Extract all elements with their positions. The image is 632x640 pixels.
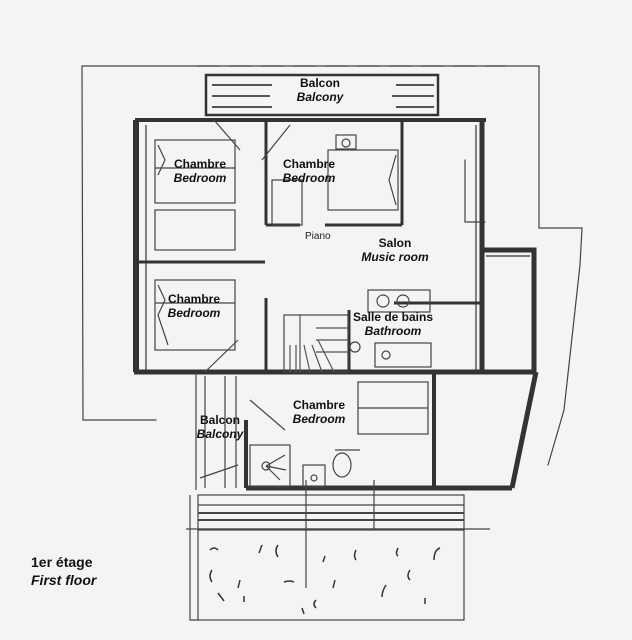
room-name-en: Bedroom [173, 171, 227, 186]
room-name-en: Bedroom [282, 171, 336, 186]
room-label-balcony-top: Balcon Balcony [270, 76, 370, 105]
room-name-en: Bedroom [167, 306, 221, 321]
floor-title-en: First floor [31, 571, 97, 588]
room-name-fr: Chambre [173, 157, 226, 171]
room-name-fr: Chambre [292, 398, 345, 412]
room-name-en: Bedroom [292, 412, 346, 427]
room-name-fr: Salon [378, 236, 412, 250]
room-name-en: Balcony [296, 90, 344, 105]
top-balcony-drawing [204, 73, 440, 117]
room-name-en: Balcony [196, 427, 244, 442]
room-name-fr: Chambre [282, 157, 335, 171]
room-name-fr: Balcon [299, 76, 340, 90]
room-label-bedroom-top-left: Chambre Bedroom [155, 157, 245, 186]
room-name-fr: Chambre [167, 292, 220, 306]
room-label-bedroom-mid-left: Chambre Bedroom [149, 292, 239, 321]
room-name-en: Music room [361, 250, 429, 265]
room-name-fr: Balcon [199, 413, 240, 427]
room-label-bathroom: Salle de bains Bathroom [345, 310, 441, 339]
floor-title-fr: 1er étage [31, 554, 93, 570]
room-name-en: Bathroom [364, 324, 422, 339]
room-label-bedroom-top-center: Chambre Bedroom [264, 157, 354, 186]
room-label-music-room: Salon Music room [350, 236, 440, 265]
piano-annotation: Piano [305, 231, 331, 242]
room-label-balcony-bottom: Balcon Balcony [180, 413, 260, 442]
floor-title: 1er étage First floor [31, 554, 96, 589]
room-label-bedroom-bottom: Chambre Bedroom [274, 398, 364, 427]
room-name-fr: Salle de bains [352, 310, 434, 324]
